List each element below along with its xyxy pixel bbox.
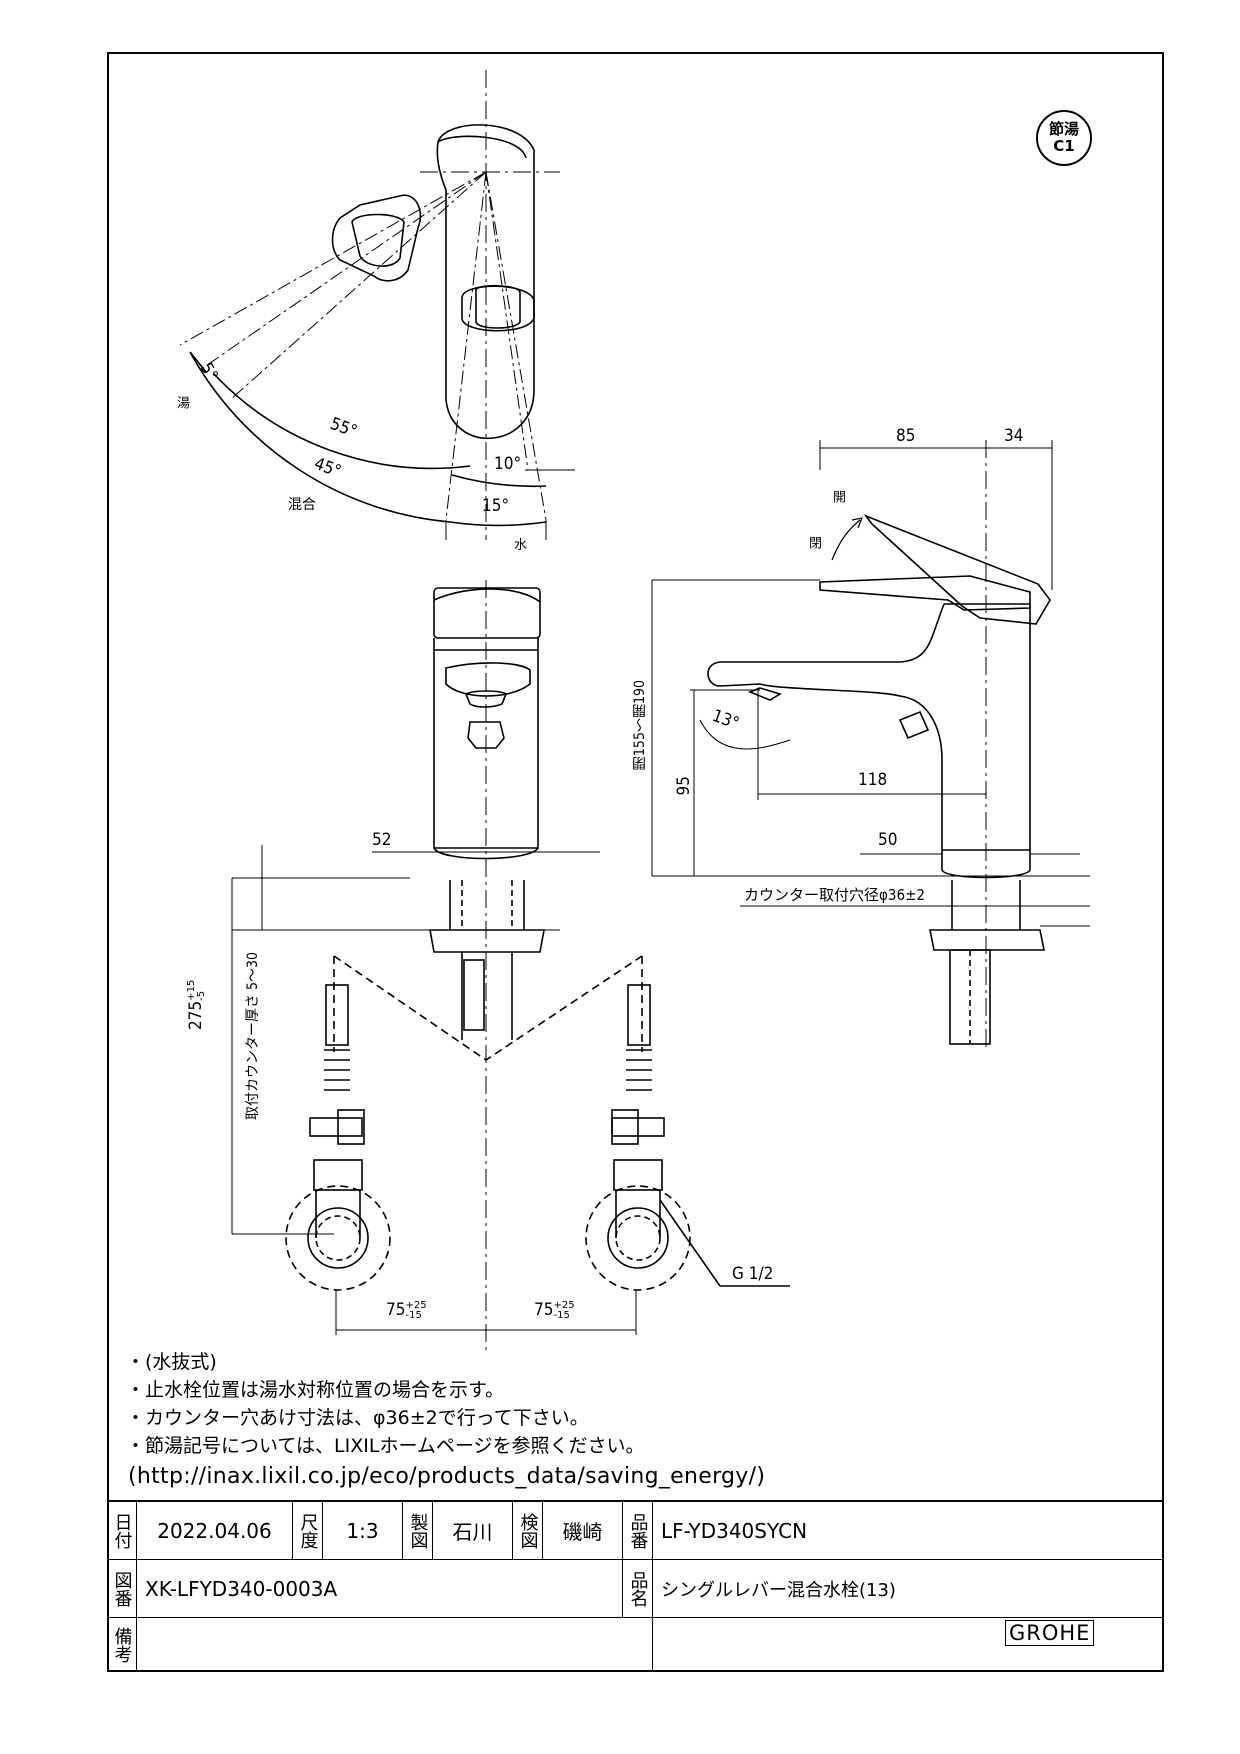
dim-275-group: 275+15-5 [186, 980, 207, 1030]
stamp-line2: C1 [1053, 137, 1075, 155]
tol-up-right: +25 [553, 1299, 575, 1311]
water-saving-stamp: 節湯 C1 [1036, 110, 1092, 166]
title-row-3: 備考 [107, 1618, 1164, 1672]
brand-text: GROHE [1005, 1620, 1095, 1646]
notes: ・(水抜式) ・止水栓位置は湯水対称位置の場合を示す。 ・カウンター穴あけ寸法は… [126, 1348, 645, 1460]
date-label: 日付 [111, 1512, 133, 1549]
scale-cell: 1:3 [323, 1502, 403, 1559]
drawn-value: 石川 [452, 1520, 493, 1544]
scale-value: 1:3 [346, 1518, 379, 1543]
drawing-no-label: 図番 [111, 1570, 133, 1607]
remarks-label-cell: 備考 [107, 1618, 137, 1672]
thread-label: G 1/2 [732, 1264, 774, 1284]
dim-50: 50 [878, 830, 898, 850]
note-item: ・節湯記号については、LIXILホームページを参照ください。 [126, 1435, 645, 1457]
counter-thickness-label: 取付カウンター厚さ 5～30 [245, 951, 261, 1120]
close-label: 閉 [806, 536, 821, 549]
dim-118: 118 [858, 770, 888, 790]
dim-95: 95 [674, 776, 694, 796]
drawn-label: 製図 [407, 1512, 429, 1549]
angle-10-label: 10° [494, 454, 522, 474]
scale-label: 尺度 [297, 1512, 319, 1549]
dim-275: 275 [186, 1000, 206, 1030]
checked-label: 検図 [517, 1512, 539, 1549]
angle-15-label: 15° [482, 496, 510, 516]
height-label: 閉155～開190 [632, 680, 648, 771]
mix-label: 混合 [288, 497, 316, 513]
hot-label: 湯 [174, 396, 189, 409]
part-no-label: 品番 [627, 1512, 649, 1549]
dim-275-tol-dn: -5 [195, 990, 207, 1001]
part-name-cell: シングルレバー混合水栓(13) [653, 1560, 1162, 1617]
checked-label-cell: 検図 [513, 1502, 543, 1559]
dim-75-right-group: 75+25-15 [534, 1300, 575, 1321]
water-label: 水 [514, 538, 528, 553]
title-row-1: 日付 2022.04.06 尺度 1:3 製図 石川 検図 磯崎 品番 LF-Y… [107, 1502, 1164, 1560]
tol-up-left: +25 [405, 1299, 427, 1311]
dim-75-right: 75 [534, 1300, 554, 1320]
drawing-no-label-cell: 図番 [107, 1560, 137, 1617]
side-view [651, 440, 1090, 1050]
tol-dn-left: -15 [405, 1309, 422, 1321]
drawing-no-value: XK-LFYD340-0003A [145, 1576, 338, 1601]
date-value: 2022.04.06 [157, 1518, 272, 1543]
part-no-label-cell: 品番 [623, 1502, 653, 1559]
counter-hole-label: カウンター取付穴径φ36±2 [744, 886, 925, 904]
checked-value: 磯崎 [562, 1520, 603, 1544]
part-no-cell: LF-YD340SYCN [653, 1502, 1162, 1559]
note-item: ・カウンター穴あけ寸法は、φ36±2で行って下さい。 [126, 1407, 589, 1429]
title-row-2: 図番 XK-LFYD340-0003A 品名 シングルレバー混合水栓(13) [107, 1560, 1164, 1618]
part-no-value: LF-YD340SYCN [661, 1518, 808, 1543]
dim-75-left-group: 75+25-15 [386, 1300, 427, 1321]
drawing-frame [107, 52, 1164, 1672]
stamp-line1: 節湯 [1048, 120, 1079, 138]
drawn-label-cell: 製図 [403, 1502, 433, 1559]
date-label-cell: 日付 [107, 1502, 137, 1559]
dim-85: 85 [896, 426, 916, 446]
open-label: 開 [830, 490, 845, 503]
remarks-label: 備考 [111, 1627, 133, 1663]
remarks-cell [137, 1618, 653, 1672]
drawing-no-cell: XK-LFYD340-0003A [137, 1560, 623, 1617]
part-name-label-cell: 品名 [623, 1560, 653, 1617]
date-cell: 2022.04.06 [137, 1502, 293, 1559]
top-view [179, 70, 575, 540]
part-name-label: 品名 [627, 1570, 649, 1607]
reference-url: (http://inax.lixil.co.jp/eco/products_da… [128, 1464, 766, 1489]
tol-dn-right: -15 [553, 1309, 570, 1321]
drawn-cell: 石川 [433, 1502, 513, 1559]
dim-52: 52 [372, 830, 392, 850]
scale-label-cell: 尺度 [293, 1502, 323, 1559]
front-view [231, 580, 790, 1350]
grohe-logo: GROHE [1005, 1620, 1095, 1646]
dim-34: 34 [1004, 426, 1024, 446]
dim-275-tol-up: +15 [185, 979, 197, 1001]
checked-cell: 磯崎 [543, 1502, 623, 1559]
note-item: ・止水栓位置は湯水対称位置の場合を示す。 [126, 1379, 505, 1401]
title-block: 日付 2022.04.06 尺度 1:3 製図 石川 検図 磯崎 品番 LF-Y… [107, 1500, 1164, 1672]
dim-75-left: 75 [386, 1300, 406, 1320]
note-item: ・(水抜式) [126, 1351, 217, 1373]
part-name-value: シングルレバー混合水栓(13) [661, 1579, 896, 1601]
